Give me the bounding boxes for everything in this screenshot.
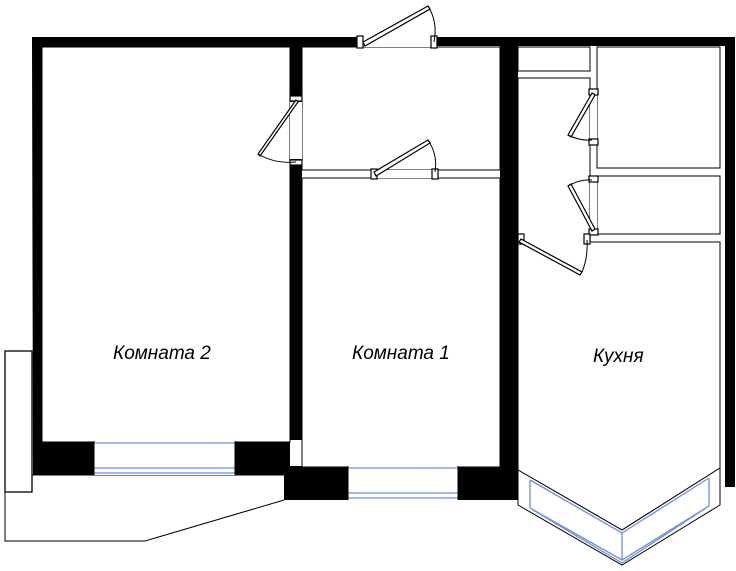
corridor-right-interior: [517, 77, 591, 241]
room-interiors: [41, 46, 721, 531]
room-2-label: Комната 2: [113, 343, 211, 364]
hall-interior: [301, 46, 501, 171]
room-1-interior: [301, 177, 501, 468]
door-room-2: [257, 95, 303, 166]
room-1-label: Комната 1: [352, 343, 450, 364]
bathroom-interior: [596, 46, 721, 169]
door-kitchen: [517, 233, 591, 276]
room-labels: Комната 2 Комната 1 Кухня: [113, 343, 644, 367]
window-room-2: [93, 441, 236, 475]
balcony-outline: [4, 492, 285, 542]
doors: [257, 5, 599, 276]
outer-wall-top-right: [432, 37, 735, 46]
kitchen-label: Кухня: [593, 346, 644, 367]
balcony: [4, 350, 285, 542]
door-bathroom: [567, 88, 599, 146]
windows: [93, 441, 721, 566]
partition-wall-middle-right: [500, 37, 518, 500]
window-room-1: [347, 466, 459, 500]
storage-top-left: [517, 46, 591, 72]
door-room-1: [370, 139, 439, 180]
door-entrance: [356, 5, 438, 49]
balcony-side-wall: [4, 350, 33, 493]
outer-wall-right: [725, 37, 735, 487]
window-kitchen-bay: [517, 467, 721, 566]
wc-interior: [596, 175, 721, 235]
room-2-interior: [41, 46, 291, 443]
door-wc: [567, 175, 599, 236]
